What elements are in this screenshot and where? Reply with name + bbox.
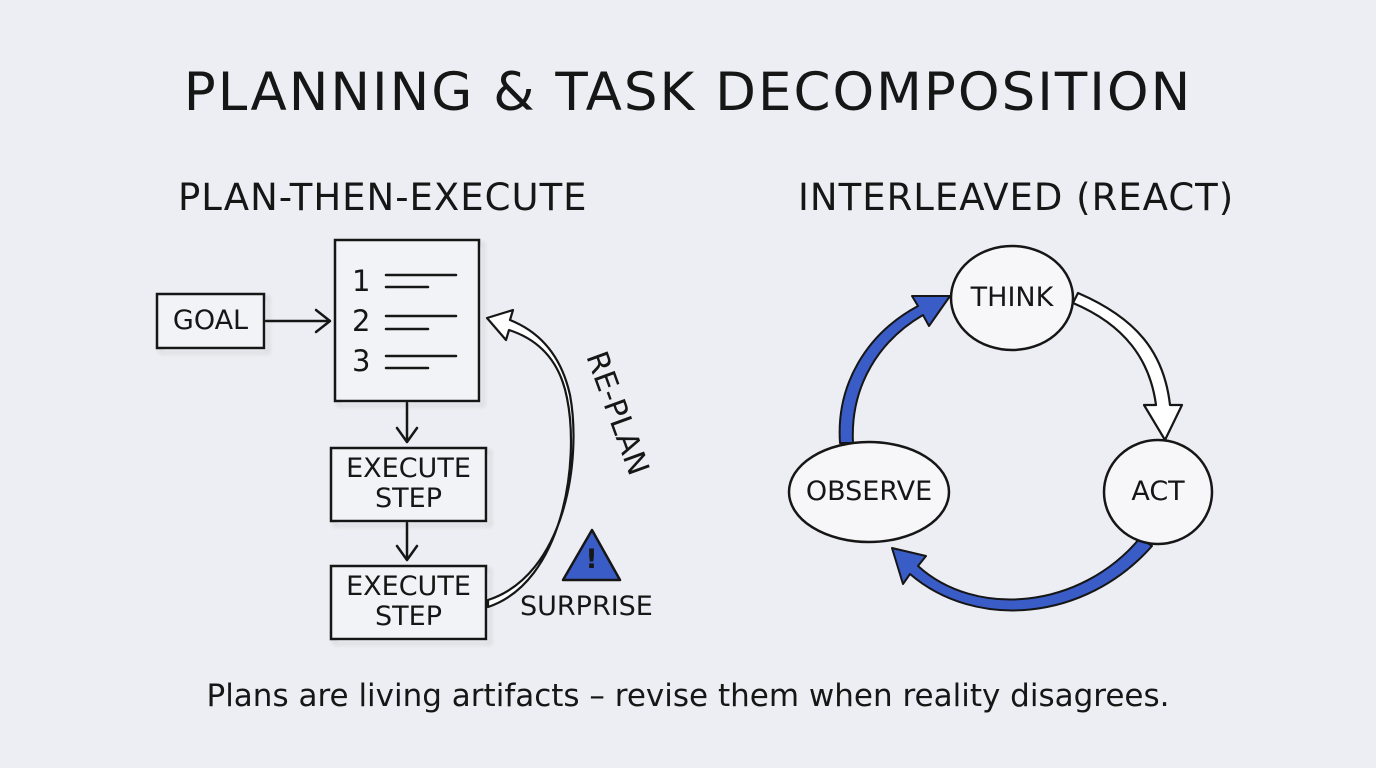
goal-label: GOAL — [172, 305, 249, 336]
goal-box — [155, 292, 266, 350]
right-heading: INTERLEAVED (REACT) — [798, 176, 1235, 219]
step1-to-step2-arrow — [395, 521, 419, 562]
act-node — [1102, 438, 1214, 546]
think-to-act-arrow — [1071, 291, 1184, 442]
observe-label: OBSERVE — [805, 476, 933, 507]
observe-node — [787, 440, 951, 544]
page-title: PLANNING & TASK DECOMPOSITION — [183, 62, 1193, 123]
think-label: THINK — [970, 282, 1054, 313]
execute-step-box-2 — [329, 564, 488, 641]
warning-exclamation: ! — [585, 544, 598, 575]
execute-step-box-1 — [329, 446, 488, 523]
observe-to-think-arrow — [838, 295, 951, 444]
act-label: ACT — [1131, 476, 1185, 507]
replan-arrow — [485, 308, 575, 609]
think-node — [949, 244, 1075, 352]
surprise-label: SURPRISE — [520, 591, 653, 622]
goal-to-plan-arrow — [264, 308, 332, 334]
plan-item-2: 2 — [352, 304, 371, 338]
warning-triangle-icon — [561, 528, 622, 582]
plan-item-3: 3 — [352, 344, 371, 378]
execute-step-1-label: EXECUTE STEP — [346, 453, 471, 514]
execute-step-2-label: EXECUTE STEP — [346, 571, 471, 632]
plan-document — [333, 238, 481, 403]
left-heading: PLAN-THEN-EXECUTE — [178, 176, 588, 219]
plan-to-step1-arrow — [395, 401, 419, 444]
act-to-observe-arrow — [891, 537, 1153, 612]
plan-item-1: 1 — [352, 264, 371, 298]
plan-list-lines — [384, 273, 458, 370]
caption: Plans are living artifacts – revise them… — [206, 678, 1170, 714]
